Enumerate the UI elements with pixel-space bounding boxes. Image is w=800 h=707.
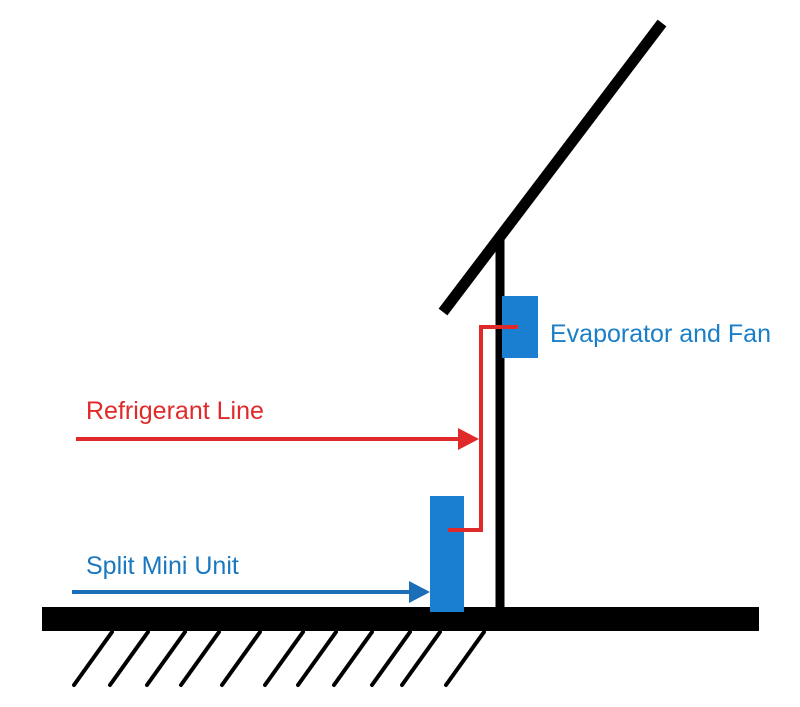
ground-hatching [72, 630, 486, 687]
refrigerant-label: Refrigerant Line [86, 397, 264, 425]
hatch-line [444, 630, 486, 687]
roof-line [438, 19, 667, 316]
hatch-line [179, 630, 221, 687]
hatch-line [370, 630, 412, 687]
split-mini-unit [430, 496, 464, 612]
hatch-line [108, 630, 150, 687]
hatch-line [332, 630, 374, 687]
hatch-line [296, 630, 338, 687]
split-unit-label: Split Mini Unit [86, 552, 239, 580]
hatch-line [263, 630, 305, 687]
hatch-line [72, 630, 114, 687]
hatch-line [220, 630, 262, 687]
hatch-line [145, 630, 187, 687]
refrigerant-pipe [448, 325, 518, 532]
hatch-line [400, 630, 442, 687]
ground-slab [42, 607, 759, 631]
refrigerant-arrow-head [458, 428, 479, 450]
evaporator-label: Evaporator and Fan [550, 320, 771, 348]
split-arrow-head [409, 581, 430, 603]
